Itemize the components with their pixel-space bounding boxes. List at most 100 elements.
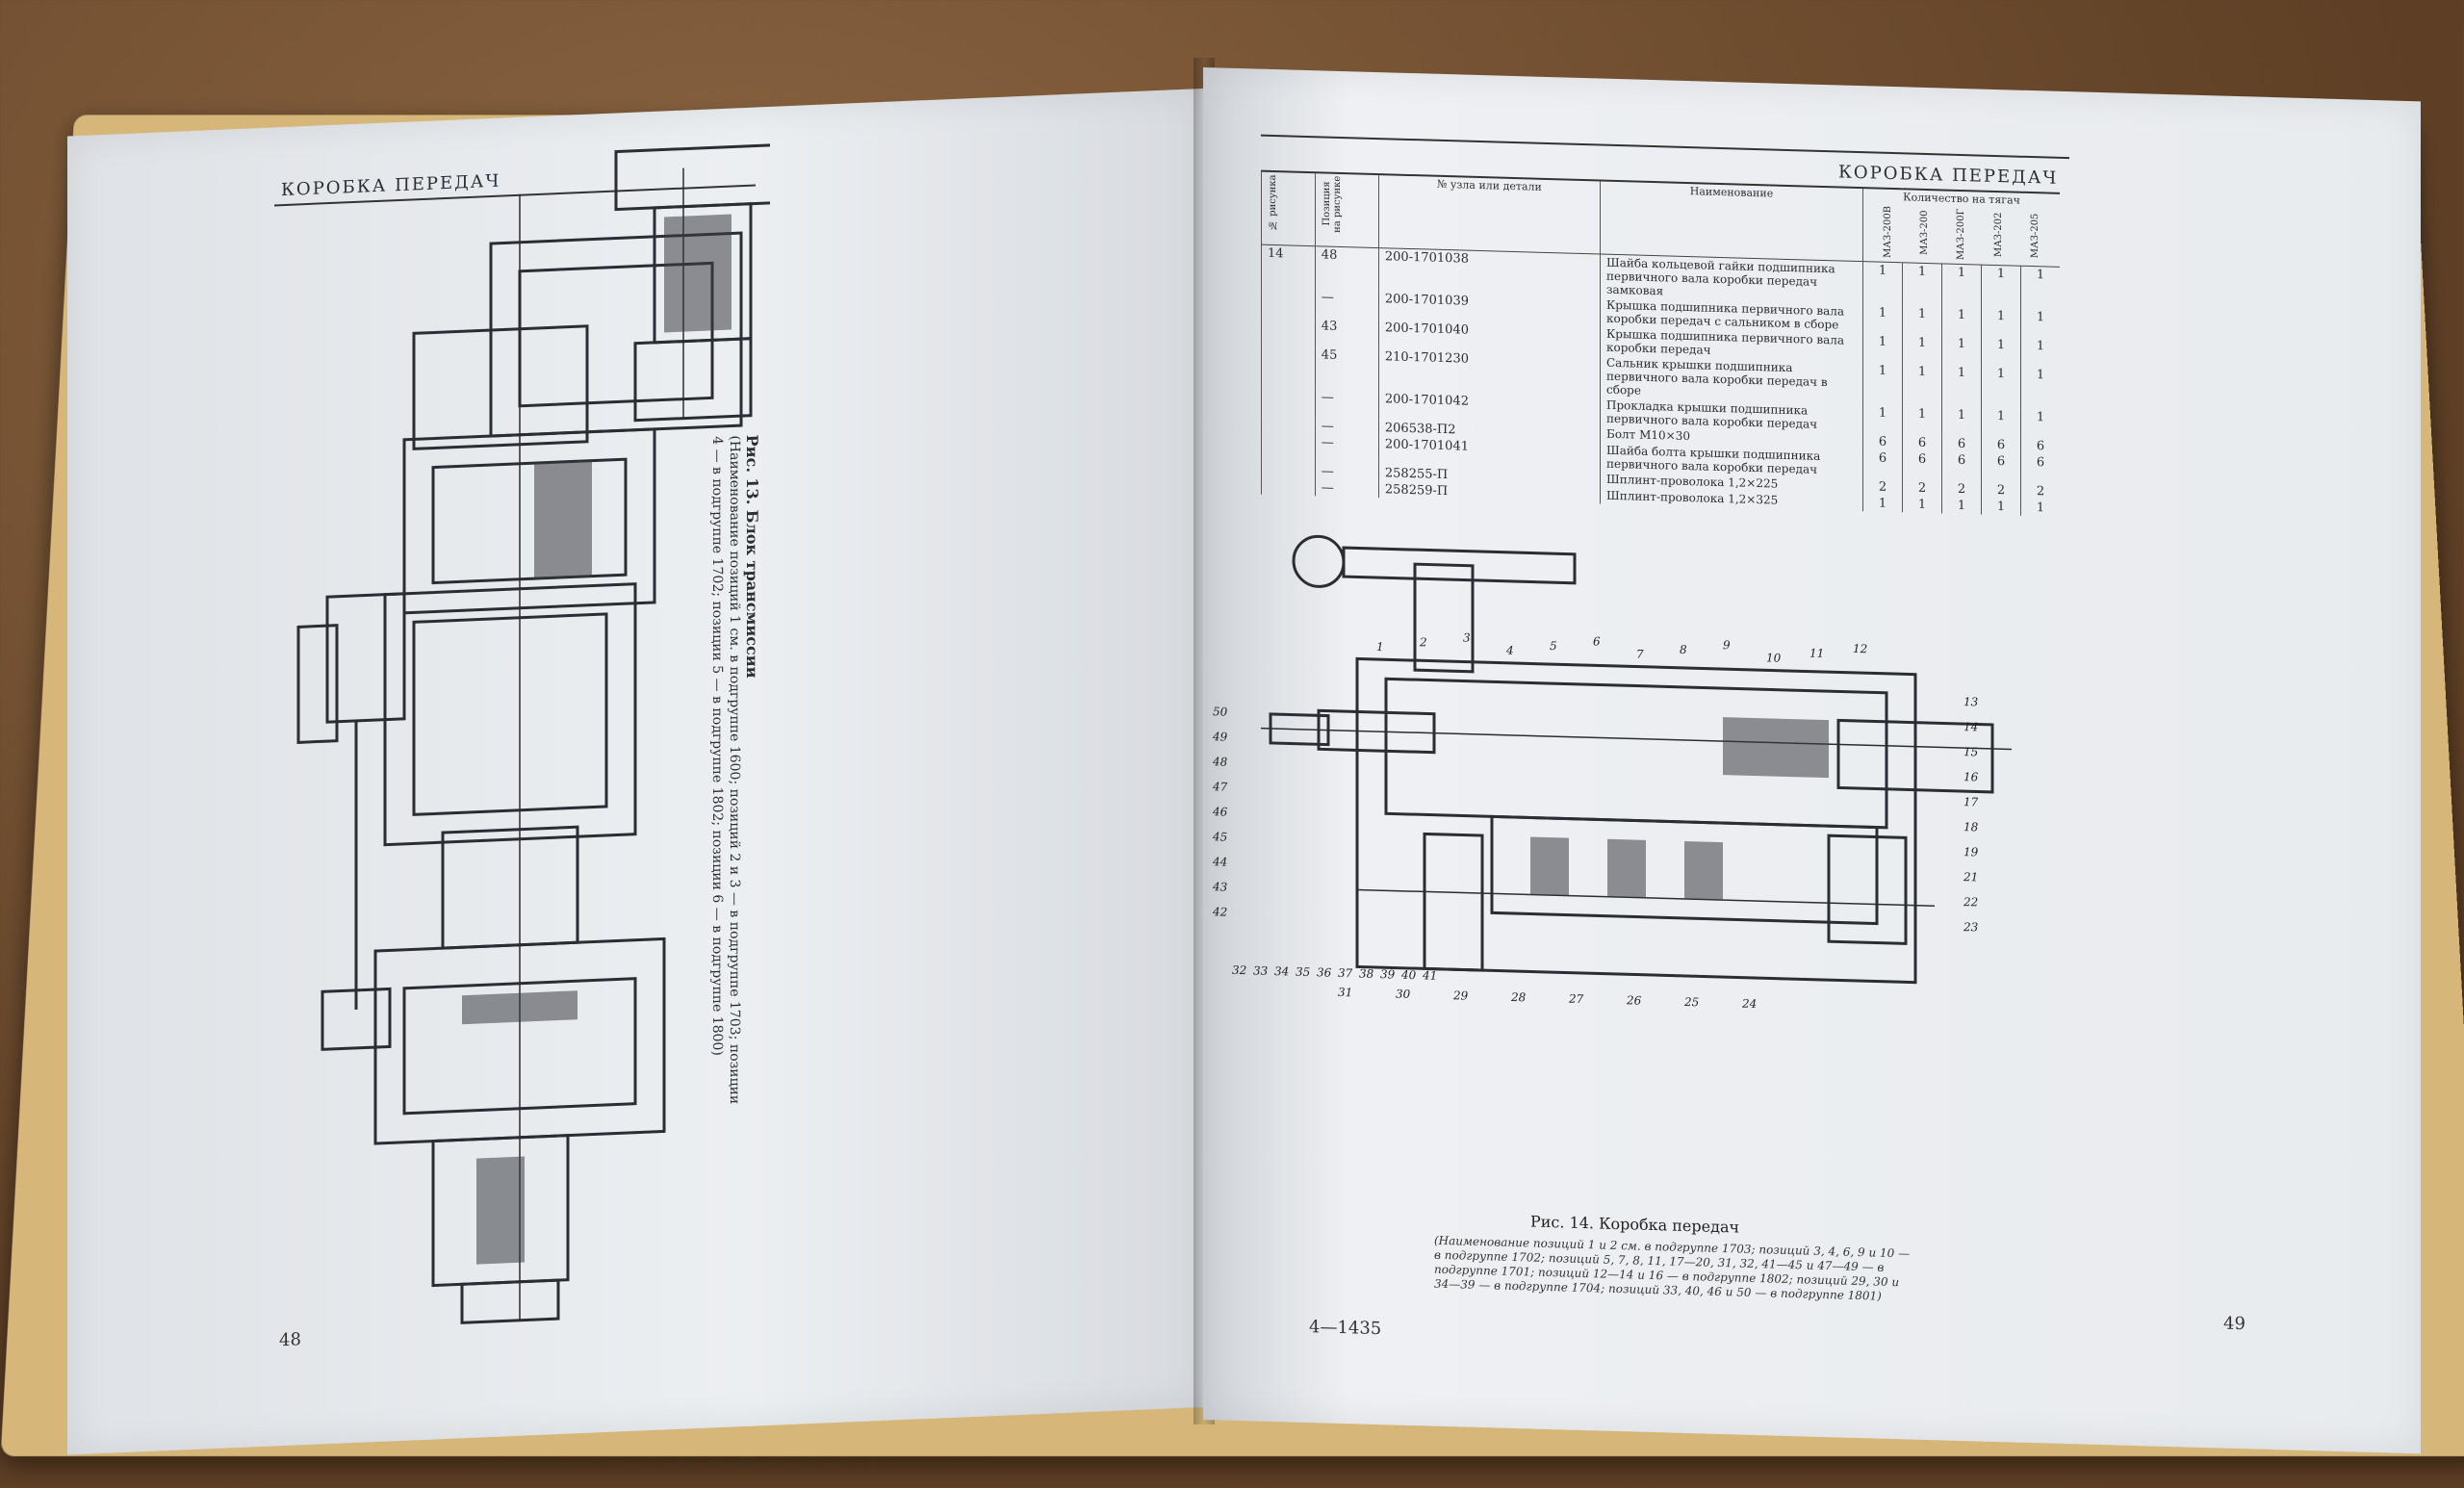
cell-pos: — bbox=[1315, 434, 1379, 466]
cell-pos: — bbox=[1315, 289, 1379, 321]
callout-number: 11 bbox=[1810, 646, 1825, 661]
cell-qty: 6 bbox=[1862, 449, 1903, 480]
qty-col-header: МАЗ-202 bbox=[1992, 212, 2004, 258]
cell-qty: 2 bbox=[2020, 482, 2060, 500]
cell-fig bbox=[1261, 387, 1316, 419]
callout-number: 48 bbox=[1213, 755, 1228, 769]
cell-qty: 6 bbox=[2020, 437, 2060, 455]
cell-fig bbox=[1261, 477, 1316, 497]
qty-col-header: МАЗ-200Г bbox=[1956, 208, 1967, 260]
callout-number: 27 bbox=[1569, 991, 1584, 1007]
qty-col-header: МАЗ-200В bbox=[1882, 205, 1893, 258]
figure-14-title: Рис. 14. Коробка передач bbox=[1530, 1212, 1740, 1237]
callout-number: 19 bbox=[1964, 845, 1979, 859]
page-number: 49 bbox=[2223, 1313, 2246, 1335]
figure-13-note-line2: 4 — в подгруппе 1702; позиции 5 — в подг… bbox=[709, 435, 725, 1057]
callout-number: 22 bbox=[1964, 895, 1979, 910]
callout-number: 42 bbox=[1213, 905, 1228, 919]
callout-number: 24 bbox=[1742, 996, 1758, 1012]
figure-13-note-line1: (Наименование позиций 1 см. в подгруппе … bbox=[727, 435, 742, 1105]
callout-number: 39 bbox=[1380, 967, 1396, 982]
cell-fig bbox=[1261, 432, 1316, 464]
cell-qty: 1 bbox=[1902, 405, 1942, 436]
cell-qty: 1 bbox=[1941, 335, 1982, 366]
callout-number: 35 bbox=[1296, 964, 1311, 980]
callout-number: 5 bbox=[1550, 639, 1557, 654]
callout-number: 8 bbox=[1680, 642, 1687, 657]
cell-qty: 2 bbox=[1902, 479, 1942, 498]
cell-name: Сальник крышки подшипника первичного вал… bbox=[1600, 354, 1863, 405]
cell-qty: 6 bbox=[1862, 433, 1903, 451]
callout-number: 44 bbox=[1213, 855, 1228, 869]
qty-col-header: МАЗ-205 bbox=[2030, 213, 2041, 259]
cell-qty: 1 bbox=[1862, 261, 1903, 306]
callout-number: 50 bbox=[1213, 705, 1228, 719]
callout-number: 36 bbox=[1317, 965, 1332, 980]
cell-qty: 2 bbox=[1862, 478, 1903, 497]
callout-number: 7 bbox=[1636, 647, 1644, 661]
transmission-block-drawing bbox=[296, 142, 770, 1324]
cell-qty: 1 bbox=[2020, 408, 2060, 439]
cell-qty: 1 bbox=[1902, 363, 1942, 407]
cell-qty: 1 bbox=[1981, 498, 2021, 516]
cell-qty: 2 bbox=[1941, 480, 1982, 499]
cell-qty: 6 bbox=[1941, 435, 1982, 453]
callout-number: 47 bbox=[1213, 780, 1228, 794]
parts-table: № рисунка Позиция на рисунке № узла или … bbox=[1261, 170, 2060, 517]
cell-fig bbox=[1261, 416, 1316, 435]
cell-fig: 14 bbox=[1261, 244, 1316, 290]
cell-qty: 1 bbox=[2020, 308, 2060, 339]
callout-number: 17 bbox=[1964, 795, 1979, 809]
cell-qty: 2 bbox=[1981, 481, 2021, 500]
cell-qty: 1 bbox=[2020, 499, 2060, 517]
callout-number: 32 bbox=[1232, 962, 1247, 978]
callout-number: 49 bbox=[1213, 730, 1228, 744]
callout-number: 30 bbox=[1396, 987, 1411, 1002]
cell-pos: — bbox=[1315, 418, 1379, 437]
cell-fig bbox=[1261, 461, 1316, 480]
callout-number: 14 bbox=[1964, 720, 1979, 734]
cell-pos: 45 bbox=[1315, 346, 1379, 392]
qty-col-header: МАЗ-200 bbox=[1919, 210, 1931, 256]
callout-number: 26 bbox=[1627, 993, 1642, 1008]
cell-qty: 1 bbox=[1941, 406, 1982, 437]
cell-qty: 1 bbox=[1941, 306, 1982, 337]
callout-number: 45 bbox=[1213, 830, 1228, 844]
cell-part: 210-1701230 bbox=[1378, 348, 1601, 398]
cell-qty: 6 bbox=[1981, 436, 2021, 454]
callout-number: 43 bbox=[1213, 880, 1228, 894]
cell-qty: 1 bbox=[1981, 307, 2021, 338]
cell-qty: 1 bbox=[1981, 265, 2021, 309]
callout-number: 38 bbox=[1359, 966, 1374, 981]
callout-number: 9 bbox=[1723, 638, 1731, 653]
page-number: 48 bbox=[279, 1329, 301, 1351]
cell-qty: 1 bbox=[1941, 364, 1982, 408]
callout-number: 15 bbox=[1964, 745, 1979, 759]
cell-qty: 1 bbox=[1941, 497, 1982, 515]
cell-pos: 43 bbox=[1315, 318, 1379, 349]
callout-number: 25 bbox=[1684, 994, 1700, 1010]
cell-fig bbox=[1261, 287, 1316, 319]
cell-qty: 1 bbox=[1862, 404, 1903, 435]
cell-qty: 1 bbox=[1862, 333, 1903, 364]
callout-number: 33 bbox=[1253, 963, 1269, 978]
cell-qty: 6 bbox=[1941, 451, 1982, 482]
callout-number: 41 bbox=[1423, 968, 1438, 983]
callout-number: 6 bbox=[1593, 634, 1601, 649]
figure-14-note: (Наименование позиций 1 и 2 см. в подгру… bbox=[1434, 1233, 1911, 1303]
callout-number: 2 bbox=[1420, 635, 1427, 650]
col-name: Наименование bbox=[1600, 180, 1863, 262]
callout-number: 21 bbox=[1964, 870, 1979, 885]
callout-number: 1 bbox=[1376, 640, 1384, 654]
header-rule bbox=[1261, 134, 2069, 160]
cell-qty: 1 bbox=[1981, 407, 2021, 438]
callout-number: 31 bbox=[1338, 985, 1353, 1000]
cell-qty: 1 bbox=[1981, 336, 2021, 367]
gearbox-drawing bbox=[1261, 534, 2012, 985]
callout-number: 16 bbox=[1964, 770, 1979, 784]
cell-qty: 1 bbox=[2020, 337, 2060, 368]
cell-qty: 6 bbox=[1981, 452, 2021, 483]
cell-qty: 1 bbox=[1941, 263, 1982, 308]
